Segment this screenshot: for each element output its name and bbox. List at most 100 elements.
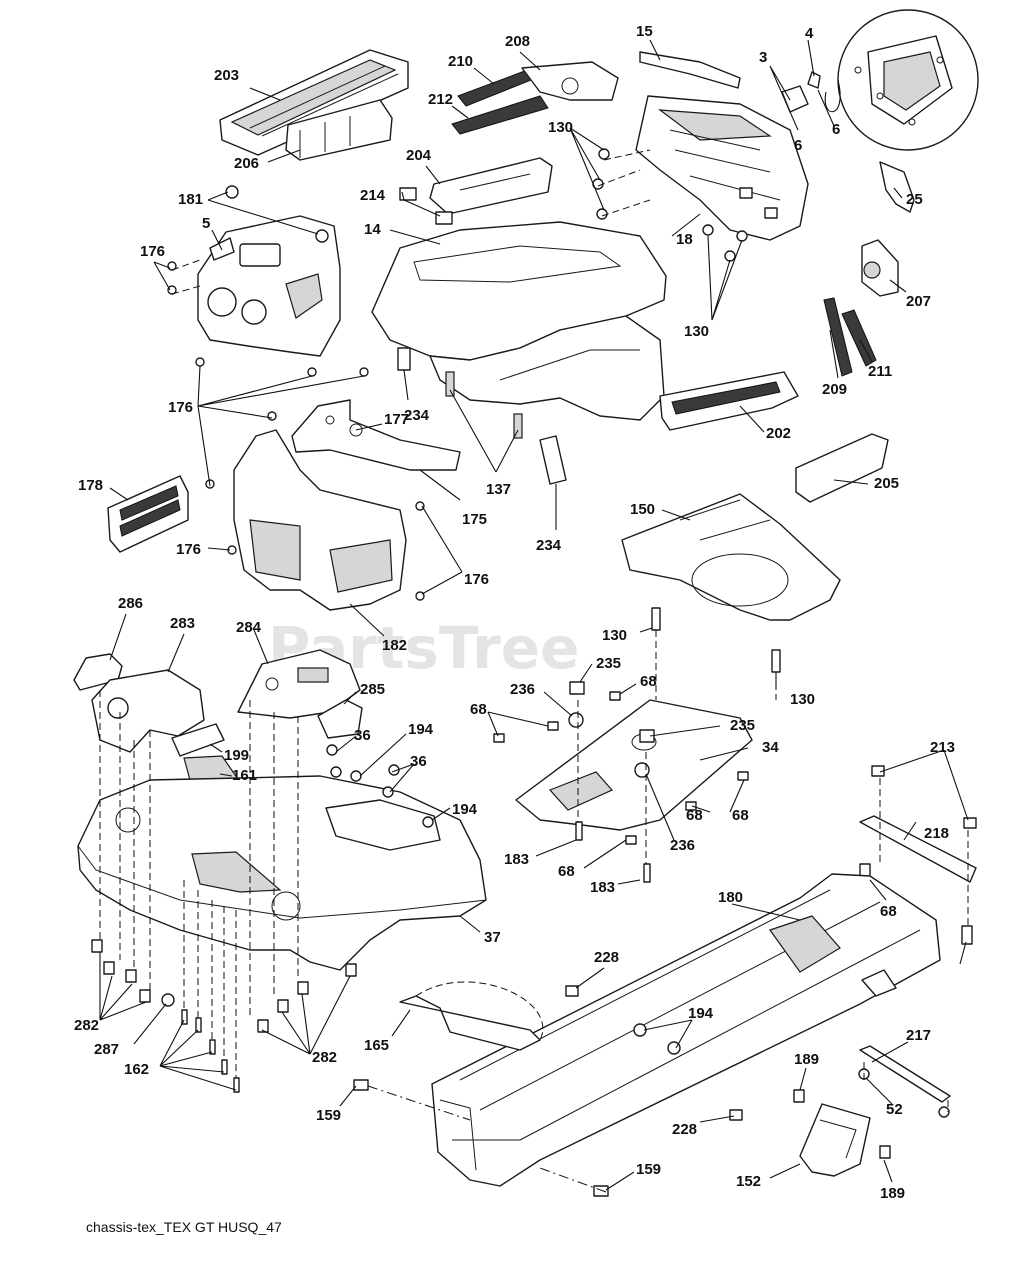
part-202-grill (659, 371, 799, 431)
label-130-pan2: 130 (790, 691, 815, 708)
label-211: 211 (868, 363, 892, 380)
label-189-top: 189 (794, 1051, 819, 1068)
part-15-strip (639, 51, 741, 89)
label-37: 37 (484, 929, 501, 946)
label-208: 208 (505, 33, 530, 50)
part-207-headlight (861, 239, 899, 297)
label-130-top: 130 (548, 119, 573, 136)
label-176-left: 176 (176, 541, 201, 558)
label-175: 175 (462, 511, 487, 528)
detail-inset (824, 9, 979, 151)
label-176-top: 176 (140, 243, 165, 260)
label-25: 25 (906, 191, 923, 208)
label-228-low: 228 (672, 1121, 697, 1138)
label-5: 5 (202, 215, 210, 232)
label-284: 284 (236, 619, 262, 636)
label-152: 152 (736, 1173, 761, 1190)
part-183-bolts (575, 821, 651, 883)
label-236-top: 236 (510, 681, 535, 698)
label-165: 165 (364, 1037, 389, 1054)
label-130-pan: 130 (602, 627, 627, 644)
label-206: 206 (234, 155, 259, 172)
label-15: 15 (636, 23, 653, 40)
label-235-top: 235 (596, 655, 621, 672)
label-210: 210 (448, 53, 473, 70)
part-175-bracket (291, 399, 461, 471)
label-34: 34 (762, 739, 779, 756)
part-194-nuts (350, 770, 434, 828)
label-130-right: 130 (684, 323, 709, 340)
label-194-frame: 194 (688, 1005, 714, 1022)
part-284-fender-right (237, 649, 361, 719)
label-176-mid: 176 (168, 399, 193, 416)
part-214-clip (399, 187, 453, 225)
part-182-dash-lower (233, 429, 407, 611)
part-5-dash (197, 215, 341, 357)
part-212-mesh (451, 95, 549, 135)
label-209: 209 (822, 381, 847, 398)
part-labels: 203 206 210 212 208 15 3 4 6 6 130 204 1… (74, 23, 955, 1202)
label-159-left: 159 (316, 1107, 341, 1124)
part-208-cover (521, 61, 619, 101)
label-4: 4 (805, 25, 814, 42)
part-150-pan (621, 493, 841, 621)
label-182: 182 (382, 637, 407, 654)
label-52: 52 (886, 1101, 903, 1118)
part-14-hood (371, 221, 667, 421)
part-283-fender-left (91, 669, 205, 753)
part-159-bolts (353, 1079, 609, 1197)
label-189-low: 189 (880, 1185, 905, 1202)
part-189-bolts (793, 1089, 891, 1159)
label-68-low: 68 (558, 863, 575, 880)
leader-lines (99, 39, 969, 1191)
label-287: 287 (94, 1041, 119, 1058)
label-194-top: 194 (408, 721, 434, 738)
label-285: 285 (360, 681, 385, 698)
label-68-top: 68 (640, 673, 657, 690)
label-162: 162 (124, 1061, 149, 1078)
part-205-cover (795, 433, 889, 503)
label-218: 218 (924, 825, 949, 842)
label-214: 214 (360, 187, 386, 204)
part-36-bolts (326, 744, 400, 798)
part-37-body (77, 775, 487, 971)
label-159-low: 159 (636, 1161, 661, 1178)
part-3-bracket (781, 85, 809, 113)
alignment-lines (99, 149, 969, 1193)
label-137: 137 (486, 481, 511, 498)
label-203: 203 (214, 67, 239, 84)
part-285-cover (317, 699, 363, 739)
label-205: 205 (874, 475, 899, 492)
label-235-right: 235 (730, 717, 755, 734)
label-6b: 6 (832, 121, 840, 138)
part-165-rod (399, 981, 544, 1051)
label-282-right: 282 (312, 1049, 337, 1066)
part-181-knob (225, 185, 329, 243)
part-206-duct (285, 99, 393, 161)
part-218-bar (859, 815, 977, 883)
part-199-bracket (171, 723, 225, 757)
part-235-spacers (569, 681, 655, 743)
label-183-low: 183 (590, 879, 615, 896)
label-161: 161 (232, 767, 257, 784)
part-194-nuts-frame (633, 1023, 681, 1055)
label-183-left: 183 (504, 851, 529, 868)
label-68-midleft: 68 (686, 807, 703, 824)
part-209-mesh (823, 297, 853, 377)
part-137-strip (445, 371, 523, 439)
label-234-low: 234 (536, 537, 562, 554)
label-283: 283 (170, 615, 195, 632)
label-217: 217 (906, 1027, 931, 1044)
label-176-right: 176 (464, 571, 489, 588)
diagram-caption: chassis-tex_TEX GT HUSQ_47 (86, 1219, 282, 1235)
label-286: 286 (118, 595, 143, 612)
label-282-left: 282 (74, 1017, 99, 1034)
label-177: 177 (384, 411, 409, 428)
label-3: 3 (759, 49, 767, 66)
part-217-link (859, 1045, 951, 1103)
label-18: 18 (676, 231, 693, 248)
part-162-screws (181, 1009, 240, 1093)
part-18-front-hood (635, 95, 809, 241)
label-213: 213 (930, 739, 955, 756)
